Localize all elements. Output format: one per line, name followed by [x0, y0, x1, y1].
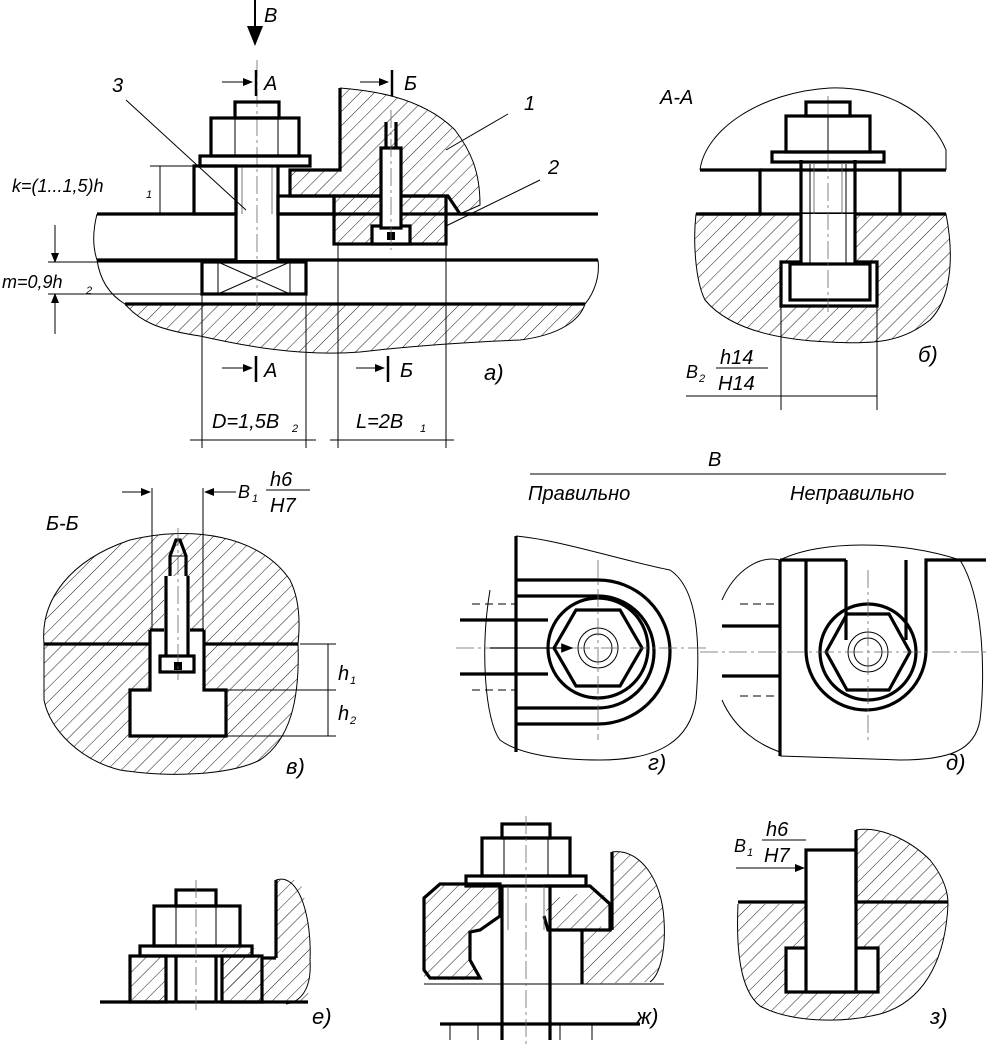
- m-dimension-label: m=0,9h: [2, 272, 63, 292]
- l-dimension-label: L=2B: [356, 411, 403, 433]
- section-b-top-label: Б: [404, 73, 417, 95]
- bb-tol-sub: 1: [252, 493, 258, 505]
- k-dimension-sub: 1: [146, 189, 152, 201]
- k-dimension-label: k=(1...1,5)h: [12, 176, 104, 196]
- part-3-label: 3: [112, 75, 123, 97]
- view-z: B 1 h6 H7 з): [734, 819, 949, 1029]
- d-dimension-sub: 2: [291, 423, 298, 435]
- part-2-label: 2: [547, 157, 559, 179]
- section-bb-title: Б-Б: [46, 513, 79, 535]
- bb-h1-sub: 1: [350, 675, 356, 687]
- z-tol-num: h6: [766, 819, 789, 841]
- caption-b: б): [918, 342, 938, 367]
- view-e: е): [100, 878, 332, 1029]
- label-incorrect: Неправильно: [790, 483, 914, 505]
- d-dimension-label: D=1,5B: [212, 411, 279, 433]
- section-bb: Б-Б B 1 h6 H7 h 1 h 2 в): [43, 469, 356, 779]
- l-dimension-sub: 1: [420, 423, 426, 435]
- caption-a: а): [484, 360, 504, 385]
- section-a-top-label: А: [263, 73, 277, 95]
- view-zh: ж): [422, 816, 665, 1046]
- bb-tol-num: h6: [270, 469, 293, 491]
- part-1-label: 1: [524, 93, 535, 115]
- aa-tol-sub: 2: [698, 373, 705, 385]
- z-tol-base: B: [734, 836, 746, 856]
- view-arrow-label: В: [264, 5, 277, 27]
- m-dimension-sub: 2: [85, 285, 92, 297]
- view-a: В: [2, 0, 599, 448]
- caption-e: е): [312, 1004, 332, 1029]
- caption-v: в): [286, 754, 305, 779]
- section-b-bottom-label: Б: [400, 360, 413, 382]
- z-tol-den: H7: [764, 845, 790, 867]
- section-a-bottom-label: А: [263, 360, 277, 382]
- bb-tol-den: H7: [270, 495, 296, 517]
- bb-h1: h: [338, 663, 349, 685]
- view-v-title: В: [708, 449, 721, 471]
- z-tol-sub: 1: [747, 847, 753, 859]
- section-aa-title: А-А: [659, 87, 693, 109]
- aa-tol-num: h14: [720, 347, 753, 369]
- bb-h2-sub: 2: [349, 715, 356, 727]
- aa-tol-base: B: [686, 362, 698, 382]
- section-aa: А-А B 2 h14 H14 б): [659, 87, 951, 410]
- caption-g: г): [648, 750, 666, 775]
- label-correct: Правильно: [528, 483, 630, 505]
- caption-z: з): [929, 1004, 948, 1029]
- caption-d: д): [946, 750, 966, 775]
- caption-zh: ж): [635, 1004, 658, 1029]
- bb-h2: h: [338, 703, 349, 725]
- aa-tol-den: H14: [718, 373, 755, 395]
- bb-tol-base: B: [238, 482, 250, 502]
- view-v: В Правильно Неправильно г): [456, 449, 990, 775]
